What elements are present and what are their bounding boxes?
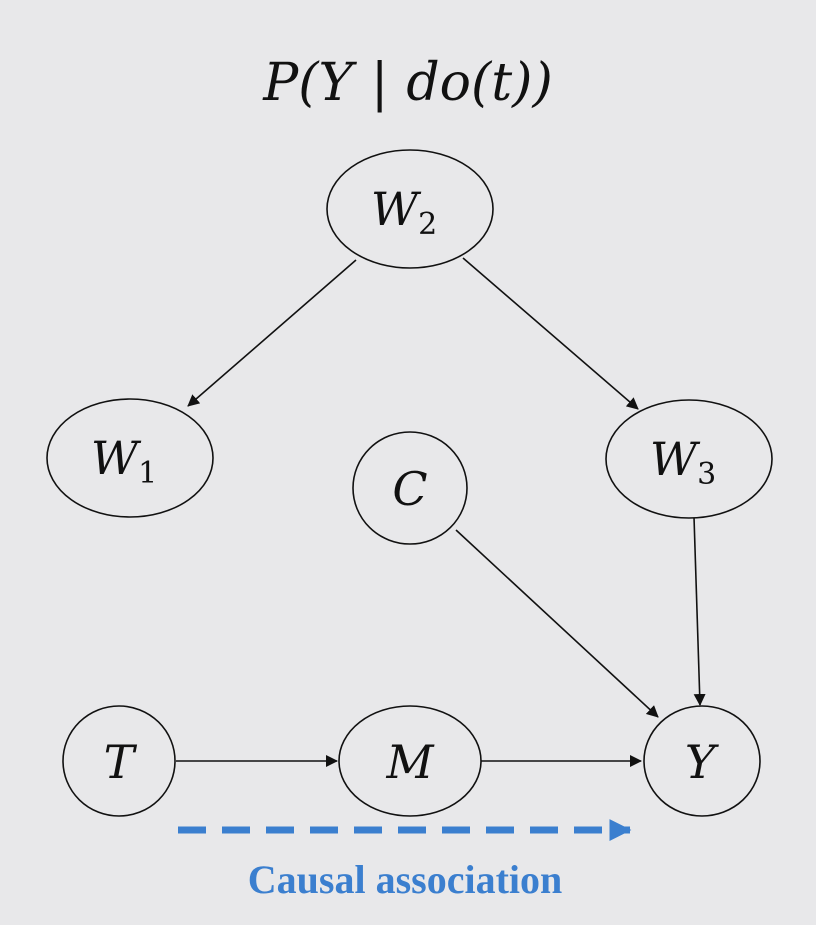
node-w2: W2 [326,149,494,269]
edge-c-y [455,529,659,718]
node-y-label: Y [685,735,720,789]
node-y: Y [643,705,761,817]
node-w2-label: W [371,182,422,236]
node-m: M [338,705,482,817]
node-w1-label: W [91,431,142,485]
node-t-label: T [104,735,138,789]
node-c: C [352,431,468,545]
causal-association-caption: Causal association [248,857,563,902]
title-bar: | [371,53,389,113]
edge-w2-w3 [462,257,639,410]
node-w1-sub: 1 [138,456,157,491]
title-suffix: do(t)) [406,53,552,113]
node-c-label: C [392,462,427,516]
svg-text:W1: W1 [91,431,157,491]
node-w3-label: W [650,432,701,486]
node-w1: W1 [46,398,214,518]
svg-text:W3: W3 [650,432,716,492]
node-m-label: M [385,735,435,789]
node-w3-sub: 3 [697,457,716,492]
edge-w2-w1 [187,259,357,407]
node-w2-sub: 2 [418,207,437,242]
node-w3: W3 [605,399,773,519]
title-prefix: P(Y [262,53,357,113]
title: P(Y| do(t)) [262,53,553,113]
node-t: T [62,705,176,817]
edge-w3-y [693,516,706,706]
svg-text:W2: W2 [371,182,437,242]
